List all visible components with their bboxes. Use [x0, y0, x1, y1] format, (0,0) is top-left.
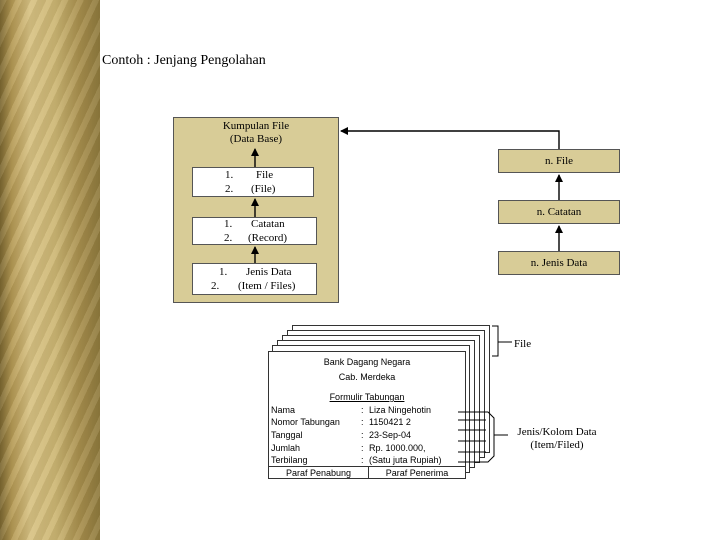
- form-footer-right: Paraf Penerima: [385, 468, 449, 478]
- form-bank-branch: Cab. Merdeka: [338, 372, 396, 382]
- right-box-record-label: n. Catatan: [536, 206, 582, 218]
- level-record-line1: Catatan: [251, 218, 285, 230]
- level-file-line1: File: [256, 169, 274, 181]
- annotation-jenis-line2: (Item/Filed): [530, 439, 584, 451]
- field-colon: :: [361, 455, 364, 465]
- field-value-words: (Satu juta Rupiah): [369, 455, 442, 465]
- level-file-num2: 2.: [225, 183, 234, 195]
- right-box-item-label: n. Jenis Data: [530, 257, 588, 269]
- level-record-num2: 2.: [224, 232, 233, 244]
- right-box-file-label: n. File: [544, 155, 574, 167]
- level-item-num1: 1.: [219, 266, 228, 278]
- right-box-record: n. Catatan: [498, 200, 620, 224]
- field-label-name: Nama: [271, 405, 296, 415]
- field-label-words: Terbilang: [271, 455, 308, 465]
- field-colon: :: [361, 443, 364, 453]
- level-item-num2: 2.: [211, 280, 220, 292]
- level-item-line1: Jenis Data: [246, 266, 292, 278]
- level-file-line2: (File): [251, 183, 276, 195]
- field-colon: :: [361, 417, 364, 427]
- form-footer-split: [368, 466, 369, 478]
- form-footer-left: Paraf Penabung: [285, 468, 352, 478]
- field-value-date: 23-Sep-04: [369, 430, 412, 440]
- level-record-box: 1. 2. Catatan (Record): [192, 217, 317, 245]
- level-record-num1: 1.: [224, 218, 233, 230]
- file-bracket: [492, 325, 499, 357]
- field-value-amount: Rp. 1000.000,: [369, 443, 426, 453]
- field-label-account: Nomor Tabungan: [271, 417, 340, 427]
- form-footer-divider: [269, 466, 465, 467]
- right-box-item: n. Jenis Data: [498, 251, 620, 275]
- form-bank-name: Bank Dagang Negara: [323, 357, 411, 367]
- arrow-nfile-to-database: [340, 127, 560, 149]
- level-file-num1: 1.: [225, 169, 234, 181]
- right-box-file: n. File: [498, 149, 620, 173]
- level-item-line2: (Item / Files): [238, 280, 296, 292]
- page-title: Contoh : Jenjang Pengolahan: [102, 53, 266, 68]
- field-colon: :: [361, 430, 364, 440]
- savings-form: Bank Dagang Negara Cab. Merdeka Formulir…: [268, 351, 466, 479]
- form-title: Formulir Tabungan: [329, 392, 405, 402]
- level-record-line2: (Record): [248, 232, 288, 244]
- field-value-account: 1150421 2: [369, 417, 411, 427]
- database-label-line2: (Data Base): [229, 133, 283, 145]
- field-colon: :: [361, 405, 364, 415]
- field-label-amount: Jumlah: [271, 443, 301, 453]
- annotation-file: File: [514, 338, 532, 350]
- field-label-date: Tanggal: [271, 430, 303, 440]
- level-file-box: 1. 2. File (File): [192, 167, 314, 197]
- level-item-box: 1. 2. Jenis Data (Item / Files): [192, 263, 317, 295]
- field-value-name: Liza Ningehotin: [369, 405, 432, 415]
- annotation-jenis-line1: Jenis/Kolom Data: [517, 426, 597, 438]
- database-label-line1: Kumpulan File: [222, 120, 290, 132]
- decorative-side-band: [0, 0, 100, 540]
